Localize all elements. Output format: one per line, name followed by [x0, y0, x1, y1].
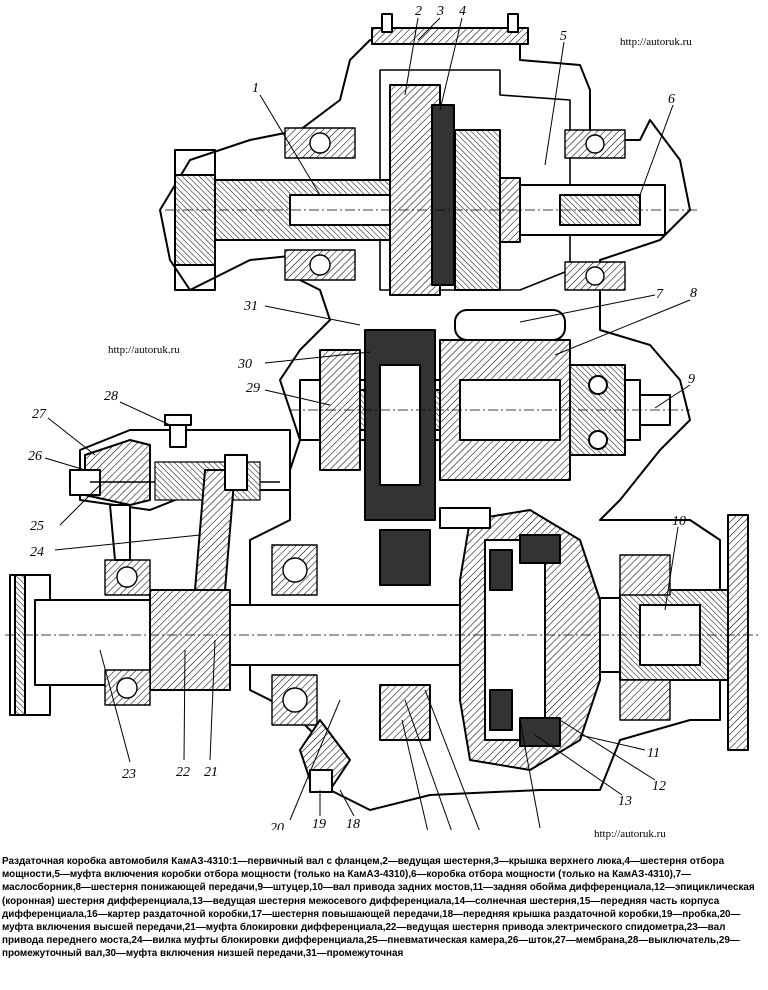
callout-23: 23	[122, 767, 136, 782]
watermark-bottom: http://autoruk.ru	[594, 828, 666, 840]
callout-2: 2	[415, 4, 422, 19]
input-bearings	[284, 127, 626, 291]
intermediate-shaft	[299, 309, 671, 521]
callout-22: 22	[176, 765, 190, 780]
callout-28: 28	[104, 389, 118, 404]
callout-18: 18	[346, 817, 360, 830]
callout-11: 11	[647, 746, 660, 761]
callout-27: 27	[32, 407, 47, 422]
callout-3: 3	[436, 4, 444, 19]
lower-cover	[299, 719, 351, 793]
callout-5: 5	[560, 29, 567, 44]
watermark-top: http://autoruk.ru	[620, 36, 692, 48]
callout-8: 8	[690, 286, 697, 301]
watermark-middle: http://autoruk.ru	[108, 344, 180, 356]
callout-29: 29	[246, 381, 260, 396]
differential	[379, 507, 601, 771]
callout-26: 26	[28, 449, 42, 464]
callout-20: 20	[270, 821, 284, 830]
callout-1: 1	[252, 81, 259, 96]
callout-21: 21	[204, 765, 218, 780]
callout-19: 19	[312, 817, 326, 830]
top-bolt-right	[507, 13, 519, 33]
figure-caption: Раздаточная коробка автомобиля КамАЗ-431…	[2, 856, 755, 960]
callout-25: 25	[30, 519, 44, 534]
transfer-case-drawing: 1 2 3 4 5 6 7 8 9 10 11 12 13 14 15 16 1…	[5, 4, 760, 830]
output-bearings	[104, 544, 671, 726]
callout-12: 12	[652, 779, 666, 794]
top-bolt-left	[381, 13, 393, 33]
callout-10: 10	[672, 514, 686, 529]
pto-gear	[431, 104, 455, 286]
centerlines	[5, 209, 760, 636]
callout-9: 9	[688, 372, 695, 387]
diff-lock-mechanism	[69, 414, 291, 591]
upper-hatch-cover	[371, 27, 529, 45]
callout-31: 31	[243, 299, 258, 314]
callout-24: 24	[30, 545, 44, 560]
callout-numbers: 1 2 3 4 5 6 7 8 9 10 11 12 13 14 15 16 1…	[28, 4, 697, 830]
callout-7: 7	[656, 287, 664, 302]
callout-4: 4	[459, 4, 466, 19]
callout-6: 6	[668, 92, 675, 107]
callout-30: 30	[237, 357, 252, 372]
callout-13: 13	[618, 794, 632, 809]
leader-lines	[44, 17, 691, 830]
